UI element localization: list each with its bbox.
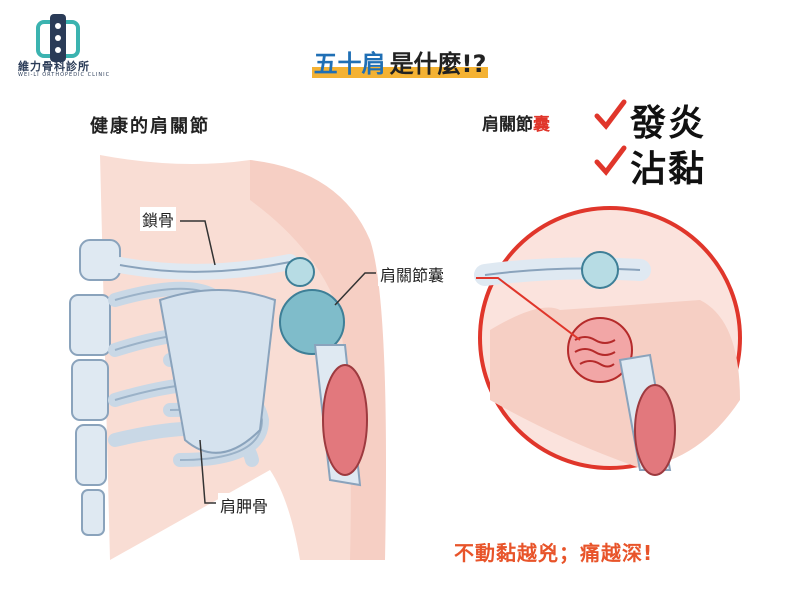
label-clavicle: 鎖骨 bbox=[140, 207, 177, 231]
title-rest: 是什麼!? bbox=[387, 50, 489, 78]
scapula bbox=[158, 289, 277, 454]
warning-slogan: 不動黏越兇；痛越深! bbox=[454, 541, 654, 565]
clinic-name: 維力骨科診所 bbox=[18, 60, 90, 73]
biceps-muscle bbox=[322, 364, 368, 476]
label-capsule: 肩關節囊 bbox=[378, 262, 447, 286]
capsule-heading: 肩關節囊 bbox=[482, 110, 550, 135]
symptom-inflammation: 發炎 bbox=[630, 103, 707, 144]
joint-capsule bbox=[279, 289, 345, 355]
clinic-logo-icon bbox=[36, 14, 80, 62]
clinic-subname: WEI-LI ORTHOPEDIC CLINIC bbox=[18, 72, 111, 78]
capsule-heading-red: 囊 bbox=[533, 115, 550, 135]
check-icon bbox=[594, 99, 627, 130]
healthy-joint-heading: 健康的肩關節 bbox=[90, 116, 210, 137]
symptom-adhesion: 沾黏 bbox=[630, 149, 707, 190]
page-title: 五十肩是什麼!? bbox=[0, 44, 800, 79]
inflamed-capsule-zoom bbox=[474, 206, 742, 476]
title-highlight: 五十肩 bbox=[311, 50, 388, 78]
label-scapula: 肩胛骨 bbox=[218, 493, 271, 517]
capsule-heading-prefix: 肩關節 bbox=[482, 115, 533, 135]
capsule-pointer bbox=[476, 277, 581, 341]
check-icon bbox=[594, 145, 627, 176]
